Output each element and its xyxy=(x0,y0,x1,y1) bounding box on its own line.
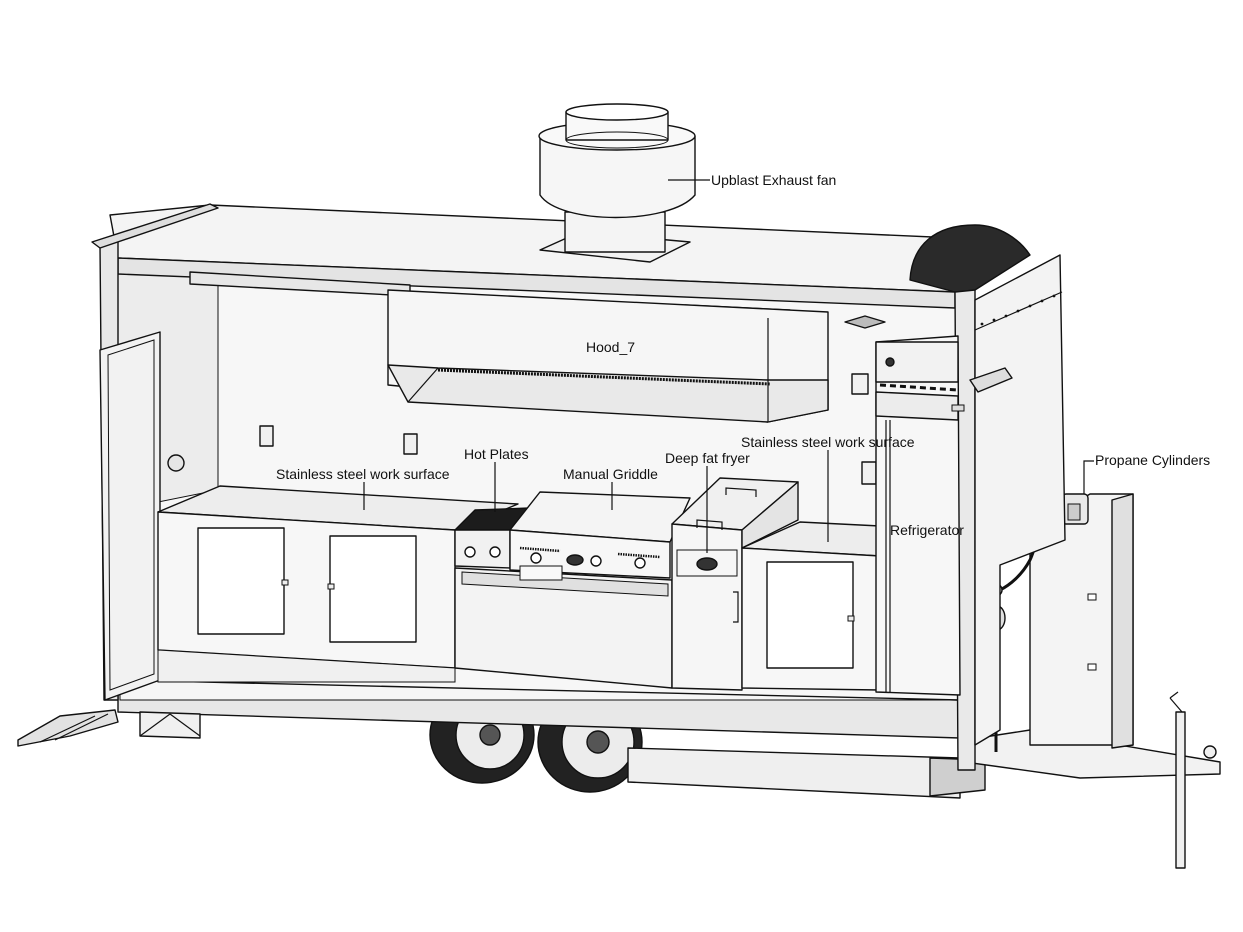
label-work-surface-right: Stainless steel work surface xyxy=(741,434,915,450)
vent-dots xyxy=(980,294,1056,326)
rear-jack xyxy=(139,711,201,739)
right-counter xyxy=(741,521,881,691)
door-handle-round xyxy=(167,454,185,472)
tank-box xyxy=(627,747,961,799)
cabinet-door-2 xyxy=(329,535,417,643)
hot-plates xyxy=(454,507,531,569)
manual-griddle xyxy=(454,491,691,689)
refrigerator xyxy=(875,335,965,696)
labels: Upblast Exhaust fan Hood_7 Hot Plates Ma… xyxy=(276,172,1210,538)
deep-fat-fryer xyxy=(671,477,799,691)
cabinet-door-1 xyxy=(197,527,285,635)
label-hot-plates: Hot Plates xyxy=(464,446,529,462)
label-manual-griddle: Manual Griddle xyxy=(563,466,658,482)
exhaust-hood xyxy=(189,271,886,423)
awning xyxy=(909,224,1031,293)
label-propane-cylinders: Propane Cylinders xyxy=(1095,452,1210,468)
left-counter xyxy=(157,485,519,683)
hood-light xyxy=(844,315,886,329)
label-exhaust-fan: Upblast Exhaust fan xyxy=(711,172,836,188)
exhaust-fan xyxy=(538,103,696,263)
leader-lines xyxy=(363,179,1094,553)
label-refrigerator: Refrigerator xyxy=(890,522,964,538)
label-deep-fat-fryer: Deep fat fryer xyxy=(665,450,750,466)
rear-step xyxy=(17,709,119,747)
cabinet-door-3 xyxy=(766,561,854,669)
wall-outlets xyxy=(259,373,877,485)
label-hood: Hood_7 xyxy=(586,339,635,355)
label-work-surface-left: Stainless steel work surface xyxy=(276,466,450,482)
